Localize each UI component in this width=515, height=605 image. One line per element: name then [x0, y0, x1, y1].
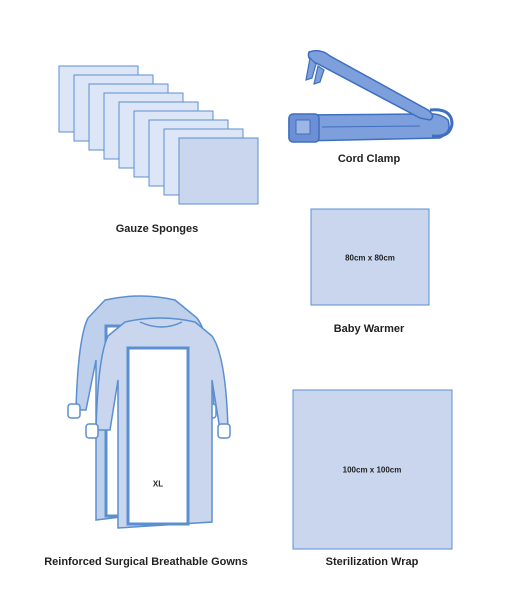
baby-warmer-illustration [310, 208, 430, 306]
cord-clamp-caption: Cord Clamp [337, 153, 401, 165]
gauze-sponge [178, 137, 259, 205]
gauze-sponges-illustration [58, 65, 259, 205]
sterilization-wrap-size-label: 100cm x 100cm [342, 465, 402, 475]
gowns-illustration [67, 295, 231, 529]
sterilization-wrap-caption: Sterilization Wrap [325, 556, 419, 568]
gown-size-label: XL [152, 479, 164, 489]
baby-warmer-size-label: 80cm x 80cm [345, 253, 395, 263]
gauze-sponges-caption: Gauze Sponges [115, 223, 199, 235]
front-gown [85, 317, 231, 529]
cord-clamp-illustration [288, 49, 454, 143]
gowns-caption: Reinforced Surgical Breathable Gowns [44, 556, 248, 568]
sterilization-wrap-illustration [292, 389, 453, 550]
baby-warmer-caption: Baby Warmer [333, 323, 405, 335]
